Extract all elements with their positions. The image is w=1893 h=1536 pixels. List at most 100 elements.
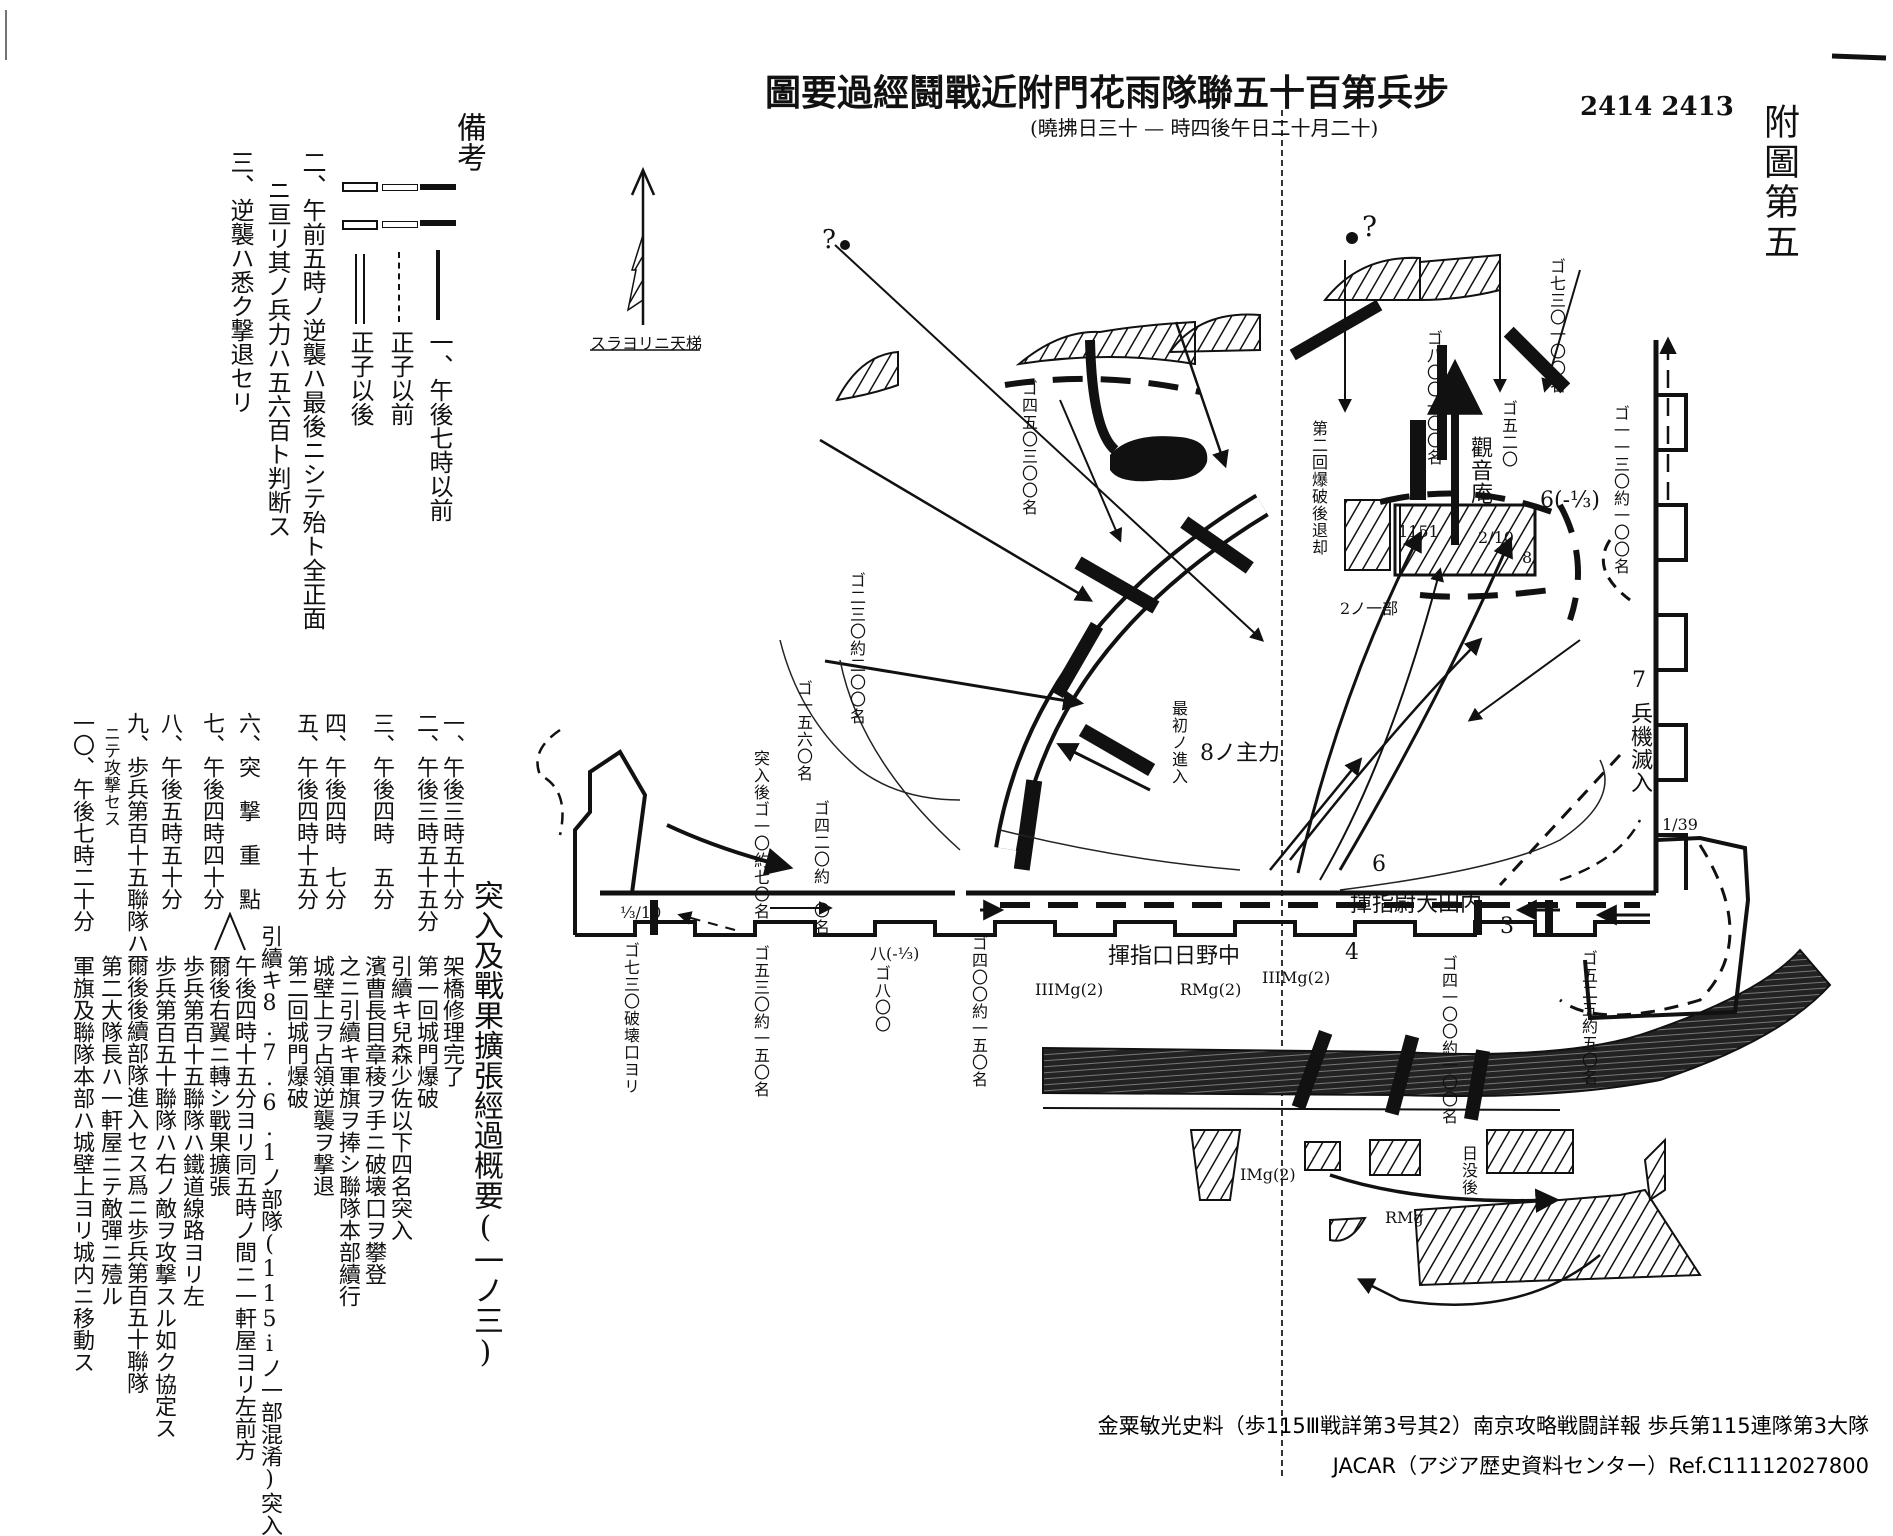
label-g530: ゴ五三〇約一五〇名 [751,945,770,1098]
summary-time-8: 八、午後五時五十分 [157,712,182,910]
label-soldier-entry: 兵機滅入 [1627,702,1652,794]
summary-event-10: 爾後右翼ニ轉シ戰果擴張 [205,955,230,1197]
black-terrain [1110,436,1208,482]
map-subtitle: (十二月十二日午後四時 — 十三日拂曉) [1030,116,1379,140]
label-unit-8: 8 [1522,548,1533,567]
map-title: 步兵第百十五聯隊雨花門附近戰鬪經過要圖 [765,72,1450,114]
remark-note-2: 二、午前五時ノ逆襲ハ最後ニシテ殆ト全正面 [298,150,326,630]
summary-event-2: 第一回城門爆破 [413,955,438,1109]
corner-mark [1831,53,1887,61]
summary-event-3: 引續キ兒森少佐以下四名突入 [387,955,412,1241]
unknown-enemy-marker [1346,232,1358,244]
legend-symbols-1 [420,180,456,320]
legend-item-2: 正子以前 [386,330,414,426]
summary-event-6: 城壁上ヲ占領逆襲ヲ撃退 [309,955,334,1197]
summary-event-5: 之ニ引續キ軍旗ヲ捧シ聯隊本部續行 [335,955,360,1307]
source-citation: 金粟敏光史料（歩115Ⅲ戦詳第3号其2）南京攻略戦闘詳報 歩兵第115連隊第3大… [1097,1414,1869,1438]
enemy-lines [1000,375,1640,908]
label-iiimg-2: IIIMg(2) [1035,980,1104,999]
summary-time-4: 四、午後四時 七分 [321,712,346,910]
unit-bars [650,299,1571,1121]
label-entry-after: 突入後ゴ一〇約七〇名 [751,750,770,920]
north-arrow-label: スラヨリニ天梯 [590,334,703,353]
label-unit-139: 1/39 [1662,815,1698,834]
summary-time-6: 六、突 撃 重 點 [235,712,260,910]
label-g-right-1: ゴ五二五約五〇名 [1579,950,1598,1086]
label-g800: ゴ八〇〇 [872,965,891,1033]
label-nakano-command: 中野日口指揮 [1108,944,1241,969]
question-marker-1: ? [1362,210,1378,243]
remark-note-3: 三、逆襲ハ悉ク撃退セリ [226,150,254,414]
summary-time-1: 一、午後三時五十分 [439,712,464,910]
label-rmg-2: RMg(2) [1180,980,1242,999]
summary-event-11: 歩兵第百十五聯隊ハ鐵道線路ヨリ左 [179,955,204,1307]
summary-event-9: 午後四時十五分ヨリ同五時ノ間ニ一軒屋ヨリ左前方 [231,955,256,1461]
summary-event-13: 第二大隊長ハ一軒屋ニテ敵彈ニ殪ル [97,955,122,1307]
label-unit-13-10: ⅓/10 [620,903,662,922]
label-g800-100: ゴ八〇〇一〇〇名 [1424,330,1443,466]
battle-map [5,10,1887,1480]
plate-label: 附圖第五 [1758,103,1799,263]
label-g420: ゴ四二〇約一〇名 [811,800,830,936]
reference-numbers: 2414 2413 [1580,92,1734,122]
label-g400: ゴ四〇〇約一五〇名 [969,935,988,1088]
label-rmg: RMg [1385,1208,1424,1227]
summary-time-9: 九、歩兵第百十五聯隊ハ爾後後續部隊進入セス爲ニ歩兵第百五十聯隊 [123,712,148,1394]
label-g230: ゴ二三〇約二〇〇名 [847,572,866,725]
unknown-enemy-marker-2 [840,240,850,250]
label-kannon-temple: 觀音庵 [1467,436,1492,505]
label-g730-100: ゴ七三〇一〇〇名 [1547,258,1566,394]
label-img-2: IMg(2) [1240,1165,1296,1184]
contour-lines [779,639,1606,891]
summary-event-14: 軍旗及聯隊本部ハ城壁上ヨリ城内ニ移動ス [69,955,94,1373]
remark-note-2b: ニ亘リ其ノ兵力ハ五六百ト判断ス [263,178,291,538]
label-second-blast-retreat: 第二回爆破後退却 [1309,420,1328,556]
bracket-icon [214,912,246,951]
left-bastion [573,749,648,935]
summary-time-9b: ニテ攻撃セス [100,725,120,827]
label-breach: ゴ七三〇破壊口ヨリ [621,942,640,1095]
summary-event-12: 歩兵第百五十聯隊ハ右ノ敵ヲ攻撃スル如ク協定ス [151,955,176,1439]
label-g1130: ゴ一一三〇約一〇〇名 [1611,405,1630,575]
remarks-heading: 備考 [451,112,486,172]
question-marker-2: ? [822,225,836,255]
label-g4-530: ゴ四五〇三〇〇名 [1019,380,1038,516]
attack-arrows [536,244,1732,1306]
label-unit-6b: 6 [1372,852,1386,877]
legend-item-3: 正子以後 [346,330,374,426]
summary-event-1: 架橋修理完了 [439,955,464,1087]
summary-time-2: 二、午後三時五十五分 [413,712,438,932]
east-wall [1653,340,1688,893]
label-unit-4: 4 [1345,940,1359,965]
north-arrow-icon [590,166,700,351]
summary-event-8: 引續キ8.7.6.1ノ部隊(115iノ一部混淆)突入 [257,925,282,1536]
label-first-entry: 最初ノ進入 [1169,700,1188,785]
city-wall [575,890,1656,937]
summary-time-7: 七、午後四時四十分 [199,712,224,910]
label-unit-6: 6(-⅓) [1540,488,1600,513]
label-unit-3: 3 [1500,914,1514,939]
label-g520: ゴ五二〇 [1499,400,1518,468]
archive-reference: JACAR（アジア歴史資料センター）Ref.C11112027800 [1332,1454,1869,1478]
label-unit-210: 2/10 [1478,528,1514,547]
label-unit-7: 7 [1632,668,1646,693]
legend-symbols-3 [342,180,378,324]
label-g15: ゴ一五六〇名 [794,680,813,782]
summary-time-5: 五、午後四時十五分 [293,712,318,910]
summary-time-10: 一〇、午後七時二十分 [69,712,94,932]
summary-time-3: 三、午後四時 五分 [369,712,394,910]
kannon-temple [1393,503,1537,577]
legend-symbols-2 [382,180,418,322]
label-unit-8-13: 八(-⅓) [870,944,920,963]
right-bastion [1583,835,1751,1021]
label-unit-1151: 1151 [1398,522,1439,541]
label-iiimg-2b: IIIMg(2) [1262,968,1331,987]
legend-item-1: 一、午後七時以前 [425,330,453,522]
label-uchida-command: 内田大尉指揮 [1350,892,1483,917]
label-g-right-2: ゴ四一〇〇約一〇〇名 [1439,955,1458,1125]
summary-heading: 突入及戰果擴張經過概要(一ノ三) [468,880,503,1370]
river [1042,948,1832,1097]
label-after-sunset: 日没後 [1459,1145,1478,1196]
hatched-terrain [835,253,1702,1287]
label-main-force-8: 8ノ主力 [1200,741,1280,766]
